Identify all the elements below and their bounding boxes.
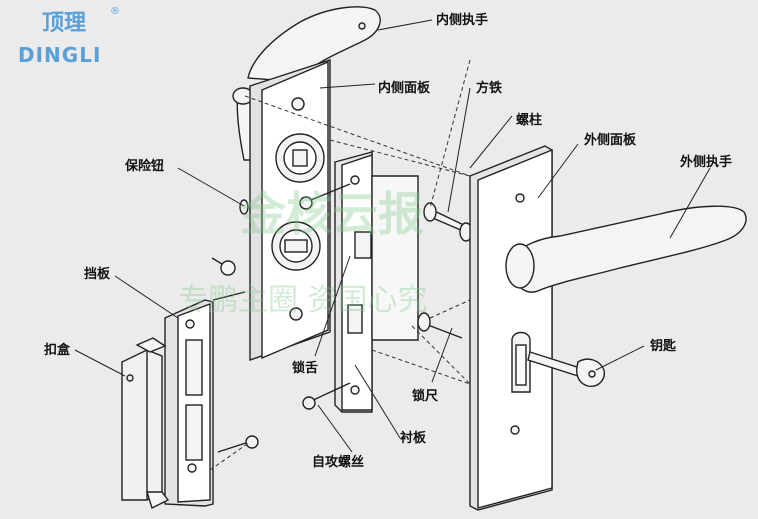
label-lining-plate: 衬板 (400, 430, 427, 446)
assembly-lines (209, 59, 471, 471)
inner-panel (249, 59, 331, 361)
logo: 顶理 ® DINGLI (18, 6, 120, 67)
label-outer-panel: 外侧面板 (583, 132, 637, 148)
label-lock-ruler: 锁尺 (412, 388, 438, 404)
label-inner-handle: 内侧执手 (436, 12, 488, 28)
screws (211, 183, 351, 453)
label-lock-tongue: 锁舌 (292, 360, 318, 376)
label-screw-post: 螺柱 (516, 112, 542, 128)
label-baffle: 挡板 (84, 266, 111, 282)
square-iron (417, 202, 473, 339)
label-outer-handle: 外侧执手 (679, 154, 732, 170)
safety-knob (239, 199, 249, 215)
label-tapping-screw: 自攻螺丝 (312, 454, 364, 470)
outer-handle (505, 205, 747, 293)
label-strike-box: 扣盒 (44, 342, 71, 358)
label-square-iron: 方铁 (476, 80, 502, 96)
watermark-line1: 金核云报 (239, 187, 424, 241)
baffle (164, 299, 214, 507)
label-safety-knob: 保险钮 (124, 158, 164, 174)
watermark-line2: 专鹏主圈 资国心究 (178, 283, 428, 318)
label-key: 钥匙 (650, 338, 677, 354)
logo-english: DINGLI (18, 43, 101, 67)
outer-panel (469, 145, 553, 511)
key (527, 351, 605, 387)
inner-handle (232, 6, 381, 161)
leader-lines (74, 19, 711, 453)
strike-box (121, 337, 170, 509)
logo-registered: ® (110, 6, 120, 17)
lining-plate (334, 151, 419, 413)
logo-chinese: 顶理 (42, 11, 86, 36)
label-inner-panel: 内侧面板 (378, 80, 431, 96)
